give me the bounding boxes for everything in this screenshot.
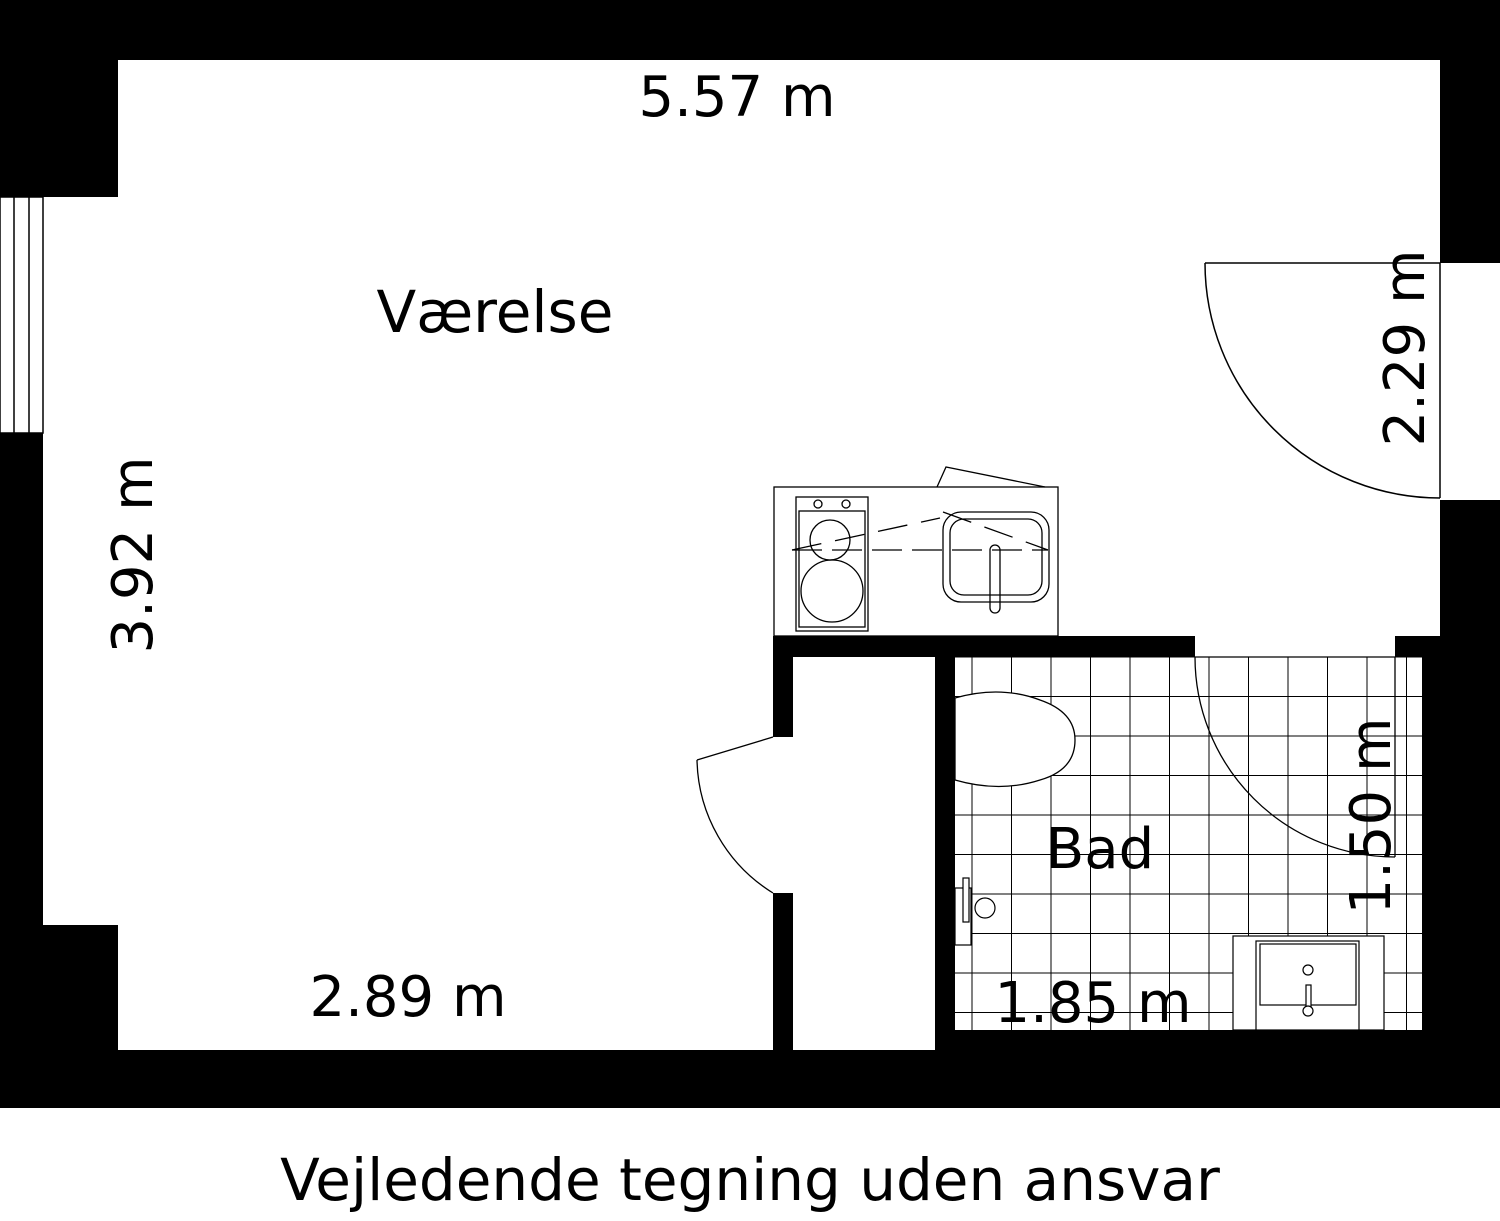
room-vaerelse [43, 60, 1440, 1050]
toilet [954, 691, 1076, 788]
entrance-door [1204, 262, 1500, 500]
dimension-left-height: 3.92 m [101, 456, 166, 653]
caption: Vejledende tegning uden ansvar [280, 1146, 1220, 1214]
dimension-right-door-wall: 2.29 m [1373, 249, 1438, 446]
room-bad [954, 636, 1422, 1031]
kitchenette [773, 466, 1059, 637]
washbasin [1232, 935, 1385, 1031]
dimension-top-width: 5.57 m [638, 65, 835, 130]
dimension-bottom-width: 2.89 m [309, 965, 506, 1030]
dimension-bath-height: 1.50 m [1339, 717, 1404, 914]
shower-fixture [954, 877, 996, 946]
window [0, 196, 44, 434]
closet [696, 657, 935, 1050]
room-label-vaerelse: Værelse [377, 278, 614, 346]
room-label-bad: Bad [1046, 817, 1154, 882]
dimension-bath-width: 1.85 m [994, 971, 1191, 1036]
